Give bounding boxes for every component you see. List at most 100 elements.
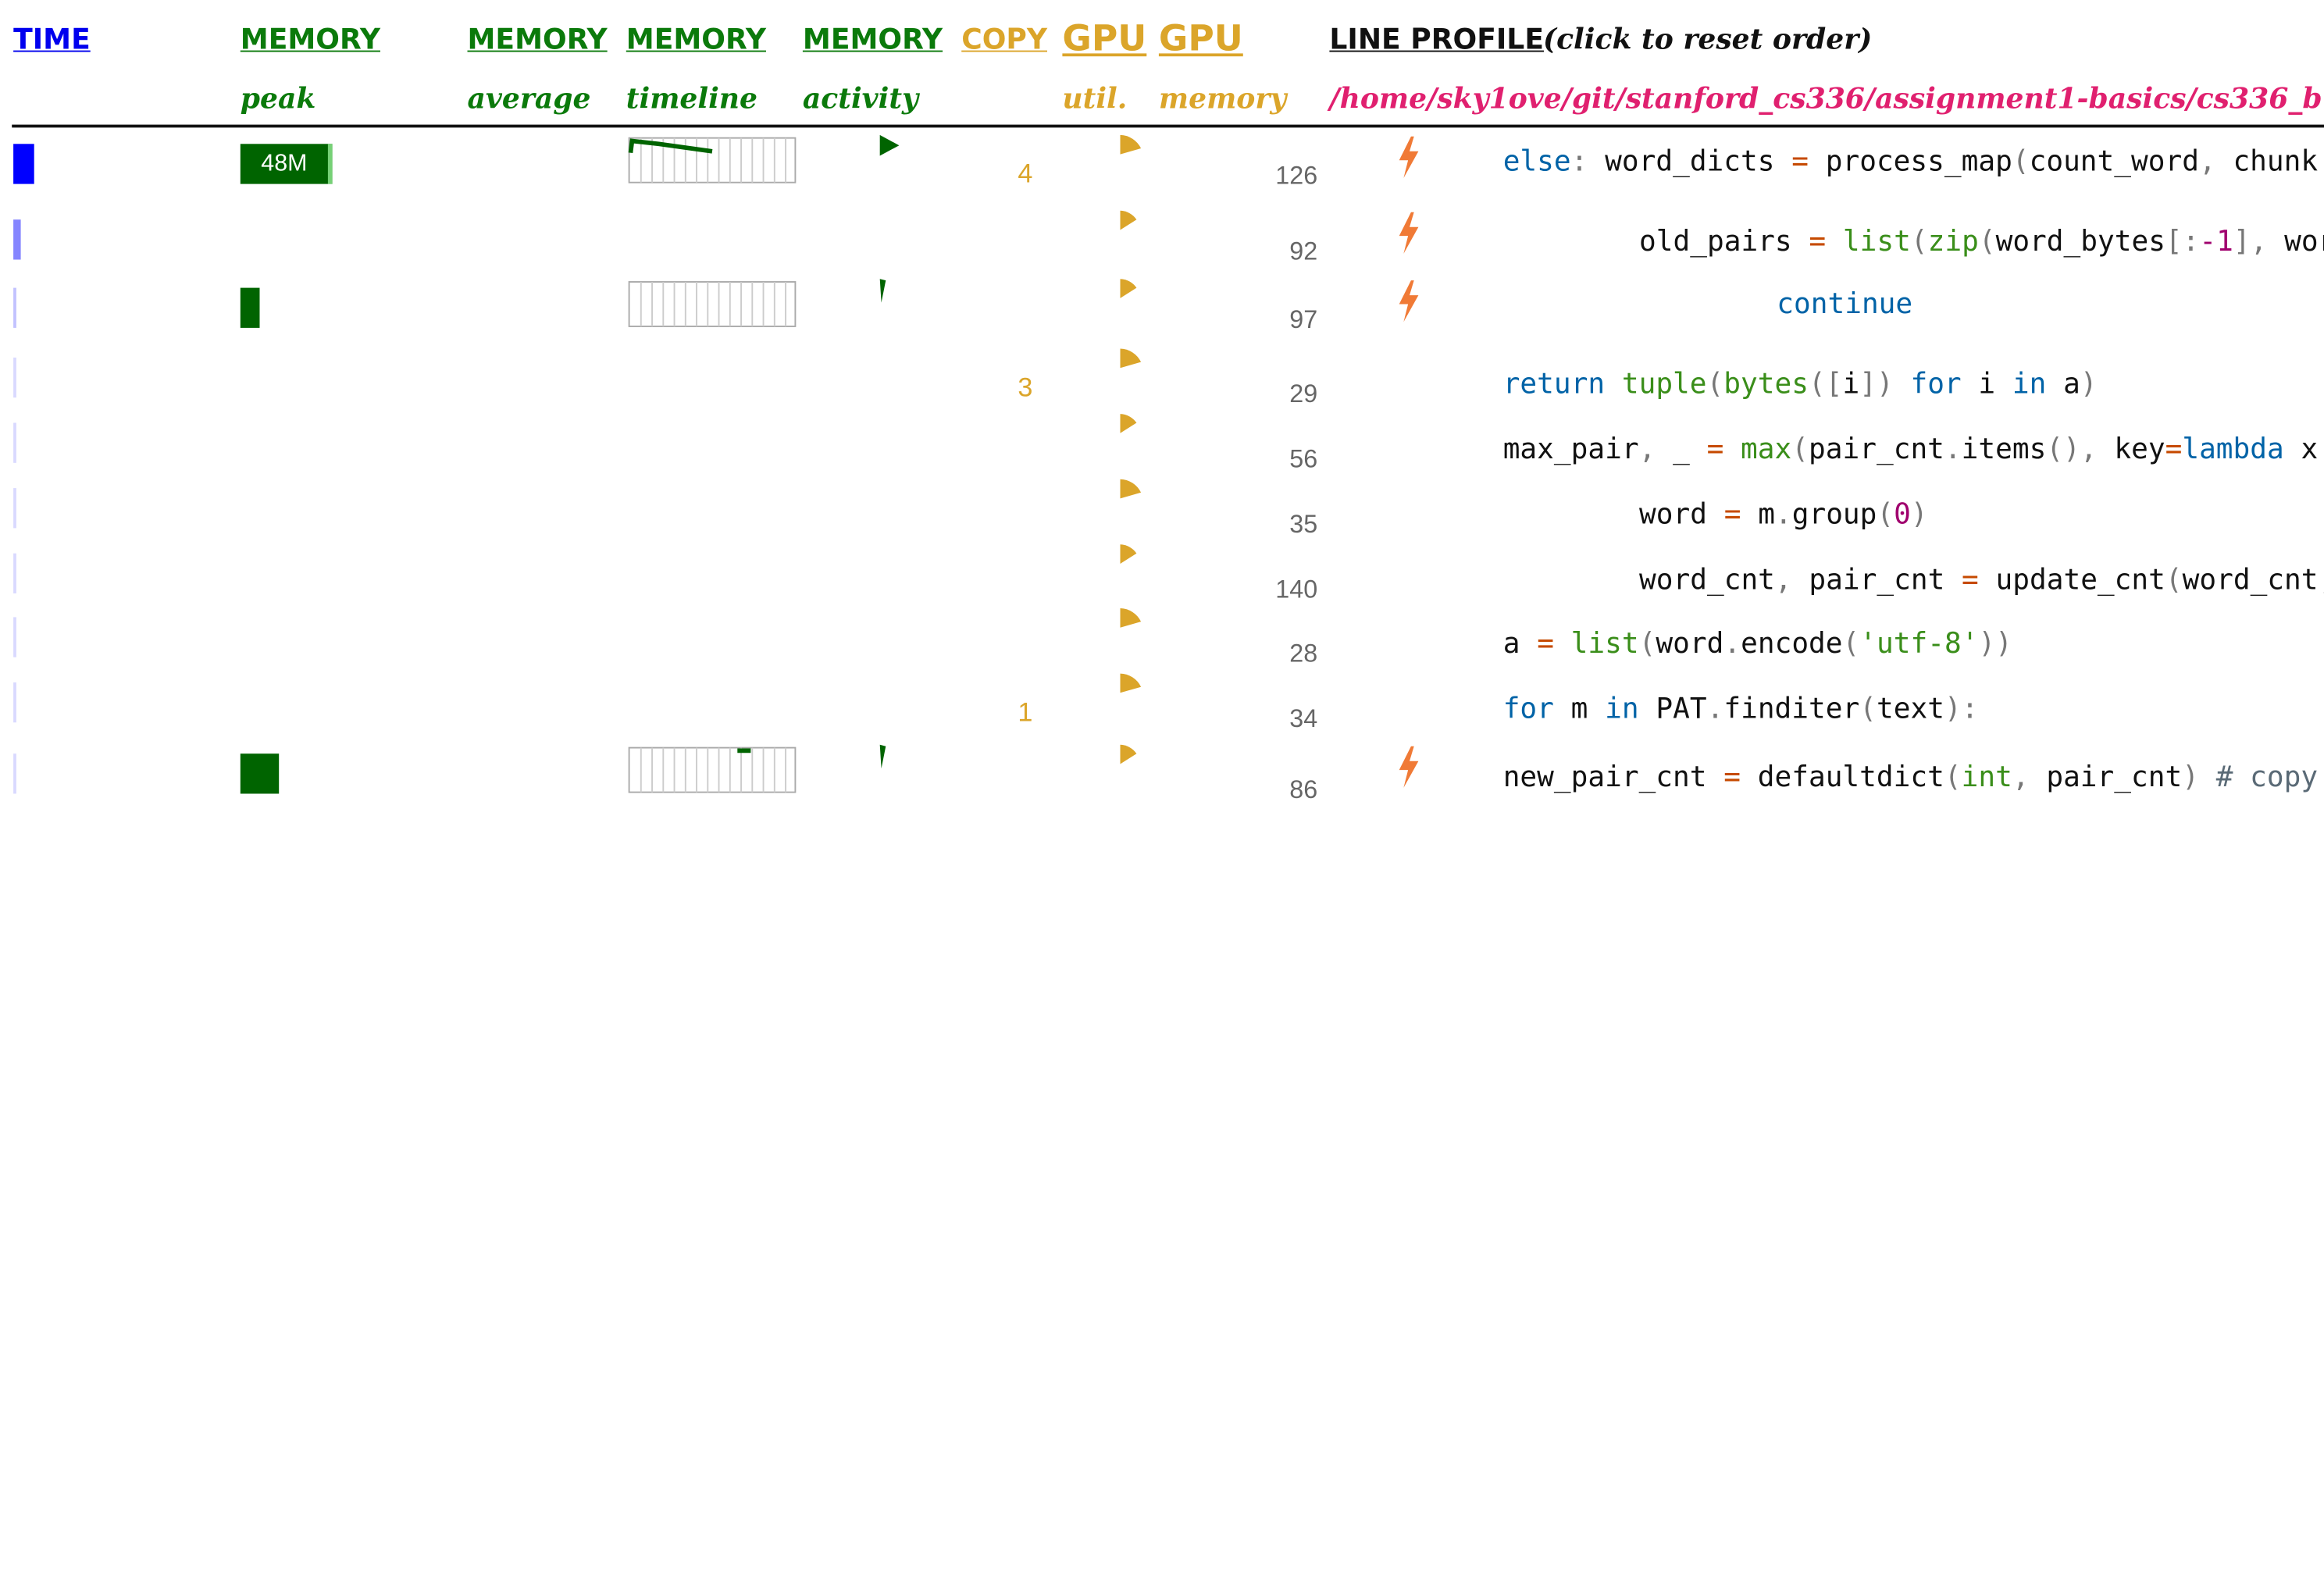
memory-timeline-sparkline	[628, 281, 797, 327]
copy-column-header[interactable]: COPY	[961, 23, 1047, 57]
code-token: (	[1842, 627, 1860, 661]
activity-subheader: activity	[802, 83, 919, 116]
source-line[interactable]: new_pair_cnt = defaultdict(int, pair_cnt…	[1503, 761, 2318, 794]
memory-peak-column-header[interactable]: MEMORY	[240, 23, 380, 57]
memory-average-column-header[interactable]: MEMORY	[467, 23, 608, 57]
code-token: x	[2301, 433, 2319, 466]
code-token: ,	[1638, 433, 1673, 466]
code-token: )	[1910, 498, 1928, 532]
code-token: list	[1570, 627, 1639, 661]
time-bar	[13, 219, 21, 260]
code-token: new_pair_cnt	[1502, 761, 1724, 794]
time-bar	[13, 753, 16, 794]
source-line[interactable]: for m in PAT.finditer(text):	[1503, 693, 1979, 725]
code-token: finditer	[1723, 693, 1860, 726]
profile-row[interactable]: 28 a = list(word.encode('utf-8'))	[0, 608, 2324, 682]
profile-row[interactable]: 35 word = m.group(0)	[0, 479, 2324, 554]
profile-row[interactable]: 86 new_pair_cnt = defaultdict(int, pair_c…	[0, 744, 2324, 819]
code-token: _	[1673, 433, 1707, 466]
code-token: process_map	[1825, 145, 2012, 178]
code-token: continue	[1641, 287, 1913, 321]
code-token: (	[1877, 498, 1894, 532]
time-bar	[13, 488, 16, 529]
code-token: word_dicts	[1605, 145, 1792, 178]
gpu-memory-column-header[interactable]: GPU	[1158, 17, 1243, 59]
code-token: # copy	[2215, 761, 2319, 794]
code-token: (	[2012, 145, 2030, 178]
source-line[interactable]: old_pairs = list(zip(word_bytes[:-1], wo…	[1571, 226, 2324, 258]
code-token: [:	[2165, 225, 2200, 258]
code-token: PAT	[1656, 693, 1707, 726]
code-token: ]	[2233, 225, 2251, 258]
memory-peak-bar	[240, 753, 280, 794]
profile-row[interactable]: 140 word_cnt, pair_cnt = update_cnt(word…	[0, 544, 2324, 619]
code-token: ()	[2046, 433, 2080, 466]
source-line[interactable]: word = m.group(0)	[1571, 498, 1928, 531]
line-number: 126	[1275, 162, 1318, 191]
time-column-header[interactable]: TIME	[13, 23, 91, 57]
line-number: 92	[1289, 237, 1318, 266]
code-token: (	[1638, 627, 1656, 661]
code-token: =	[1723, 498, 1759, 532]
line-profile-header[interactable]: LINE PROFILE	[1329, 23, 1544, 57]
profile-row[interactable]: 97 continue	[0, 279, 2324, 354]
code-token: old_pairs	[1571, 225, 1809, 258]
code-token: -1	[2199, 225, 2233, 258]
code-token: =	[1809, 225, 1843, 258]
lightning-icon[interactable]	[1395, 745, 1424, 789]
code-token: i	[1842, 368, 1860, 401]
code-token: )	[2080, 368, 2098, 401]
code-token: m	[1758, 498, 1775, 532]
code-token: a	[2063, 368, 2080, 401]
code-token: return	[1502, 368, 1622, 401]
code-token: .	[1944, 433, 1962, 466]
code-token: group	[1791, 498, 1877, 532]
gpu-util-pie-icon	[1120, 134, 1142, 155]
code-token: =	[1791, 145, 1826, 178]
source-line[interactable]: max_pair, _ = max(pair_cnt.items(), key=…	[1503, 433, 2319, 466]
memory-activity-icon	[879, 744, 886, 769]
code-token: (	[1910, 225, 1928, 258]
code-token: .	[1723, 627, 1741, 661]
source-line[interactable]: continue	[1641, 288, 1912, 321]
util-subheader: util.	[1062, 83, 1128, 116]
gpu-util-column-header[interactable]: GPU	[1062, 17, 1147, 59]
source-line[interactable]: a = list(word.encode('utf-8'))	[1503, 628, 2012, 661]
memory-timeline-column-header[interactable]: MEMORY	[626, 23, 766, 57]
code-token: 0	[1894, 498, 1911, 532]
lightning-icon[interactable]	[1395, 211, 1424, 255]
code-token: word_bytes	[1995, 225, 2165, 258]
code-token: pair_cnt	[1809, 564, 1962, 597]
gpu-util-pie-icon	[1120, 414, 1137, 433]
copy-value: 1	[1018, 697, 1033, 727]
line-number: 28	[1289, 639, 1318, 668]
code-token: )	[2182, 761, 2216, 794]
reset-order-note[interactable]: (click to reset order)	[1543, 23, 1873, 57]
gpu-memory-subheader: memory	[1158, 83, 1287, 116]
lightning-icon[interactable]	[1395, 279, 1424, 323]
code-token: list	[1842, 225, 1911, 258]
code-token: (	[1944, 761, 1962, 794]
profile-row[interactable]: 92 old_pairs = list(zip(word_bytes[:-1],…	[0, 210, 2324, 285]
source-line[interactable]: else: word_dicts = process_map(count_wor…	[1503, 145, 2318, 178]
line-number: 86	[1289, 775, 1318, 804]
code-token: word_by	[2284, 225, 2324, 258]
source-line[interactable]: word_cnt, pair_cnt = update_cnt(word_cnt…	[1571, 564, 2324, 597]
memory-activity-column-header[interactable]: MEMORY	[802, 23, 943, 57]
source-line[interactable]: return tuple(bytes([i]) for i in a)	[1503, 368, 2098, 401]
code-token: word	[1571, 498, 1724, 532]
timeline-subheader: timeline	[626, 83, 758, 116]
code-token: chunk	[2233, 145, 2319, 178]
memory-activity-icon	[879, 134, 900, 156]
code-token: word_cnt	[1571, 564, 1775, 597]
code-token: text	[1876, 693, 1944, 726]
code-token: ,	[2319, 564, 2324, 597]
time-bar	[13, 357, 16, 398]
code-token: in	[2012, 368, 2064, 401]
line-number: 35	[1289, 510, 1318, 539]
lightning-icon[interactable]	[1395, 135, 1424, 180]
